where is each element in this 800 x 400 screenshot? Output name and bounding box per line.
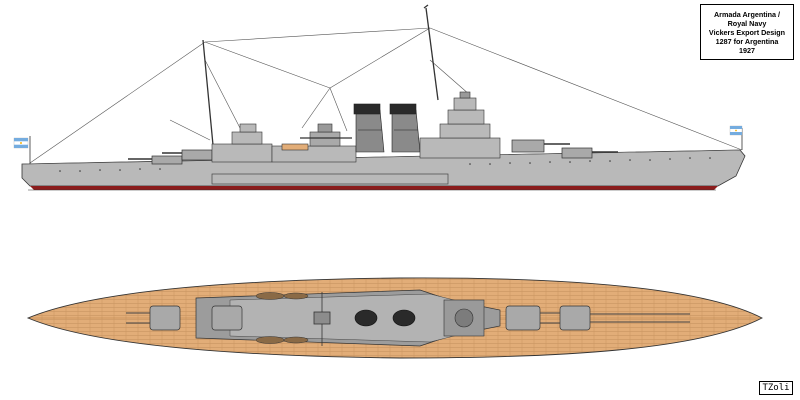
boot-topping <box>30 186 718 190</box>
side-profile <box>13 4 746 191</box>
title-line-5: 1927 <box>739 45 755 55</box>
fore-mast <box>425 7 439 101</box>
aft-turrets <box>128 149 213 165</box>
main-mast <box>202 39 214 146</box>
plan-view <box>26 277 763 359</box>
aft-funnel <box>355 109 385 153</box>
stern-flag <box>13 136 31 164</box>
turrets-plan <box>149 305 591 331</box>
funnels-plan <box>354 309 416 327</box>
masts <box>202 4 439 146</box>
title-line-3: Vickers Export Design <box>708 27 786 37</box>
portholes <box>59 157 711 172</box>
gun-barrels-plan <box>126 312 690 324</box>
boats-plan <box>255 292 309 344</box>
aft-superstructure <box>211 123 273 163</box>
title-line-2: Royal Navy <box>727 18 767 28</box>
bridge-superstructure <box>419 91 501 159</box>
artist-signature: TZoli <box>759 381 793 395</box>
rigging-wires <box>29 27 743 164</box>
title-line-4: 1287 for Argentina <box>715 36 779 46</box>
title-block: Armada Argentina / Royal Navy Vickers Ex… <box>700 4 794 60</box>
bridge-plan <box>443 299 485 337</box>
midships <box>271 123 357 163</box>
catapult-plan <box>313 292 331 346</box>
hull <box>21 149 746 187</box>
title-line-1: Armada Argentina / <box>713 9 781 19</box>
bow-flag <box>729 125 743 150</box>
armour-belt <box>211 173 449 185</box>
fore-funnel <box>391 109 421 153</box>
funnels <box>353 103 421 153</box>
forward-turrets <box>511 139 618 159</box>
